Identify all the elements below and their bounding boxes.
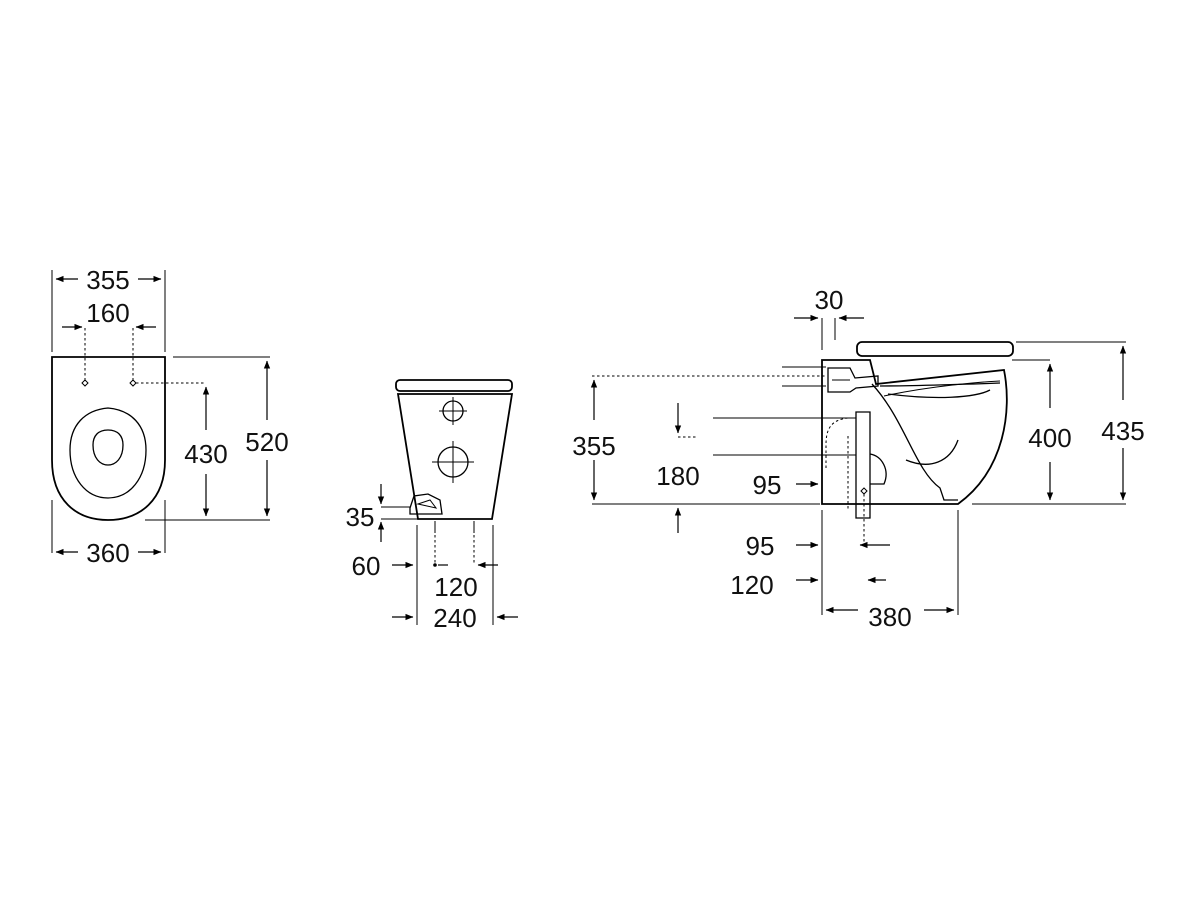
dim-side-depth: 380 <box>868 602 911 632</box>
dim-wall-gap: 30 <box>815 285 844 315</box>
crosshair-icon <box>432 441 474 483</box>
dim-back-width: 240 <box>433 603 476 633</box>
side-view-seat <box>856 341 1014 357</box>
dim-top-width: 355 <box>86 265 129 295</box>
dim-base-width: 360 <box>86 538 129 568</box>
crosshair-icon <box>439 397 467 425</box>
top-view: 355 160 430 520 360 <box>51 265 289 568</box>
dim-fixing-offset: 60 <box>352 551 381 581</box>
side-view: 30 355 180 95 400 435 95 120 380 <box>572 285 1144 632</box>
fixing-point-icon <box>81 379 137 387</box>
back-view-seat <box>395 379 513 392</box>
dim-pipe-offset-lower: 95 <box>746 531 775 561</box>
dim-fixing-spacing: 160 <box>86 298 129 328</box>
back-view-bracket <box>409 493 443 515</box>
side-view-waste-pipe <box>855 411 871 519</box>
dim-pipe-offset-upper: 95 <box>753 470 782 500</box>
dim-fixing-spacing-back: 120 <box>434 572 477 602</box>
dim-bracket-height: 35 <box>346 502 375 532</box>
dim-fixing-offset-side: 120 <box>730 570 773 600</box>
back-view-body <box>396 393 514 520</box>
top-view-seat-opening <box>69 407 147 499</box>
back-view: 35 60 120 240 <box>346 379 518 633</box>
side-view-bowl-inner <box>871 383 958 501</box>
top-view-bowl-inner <box>92 429 124 466</box>
dim-top-length: 520 <box>245 427 288 457</box>
dim-inlet-height: 355 <box>572 431 615 461</box>
dim-fixing-to-front: 430 <box>184 439 227 469</box>
dim-rim-height: 400 <box>1028 423 1071 453</box>
dim-seat-height: 435 <box>1101 416 1144 446</box>
side-view-body <box>821 359 1008 505</box>
top-view-bowl-outline <box>51 356 166 521</box>
dim-outlet-height: 180 <box>656 461 699 491</box>
